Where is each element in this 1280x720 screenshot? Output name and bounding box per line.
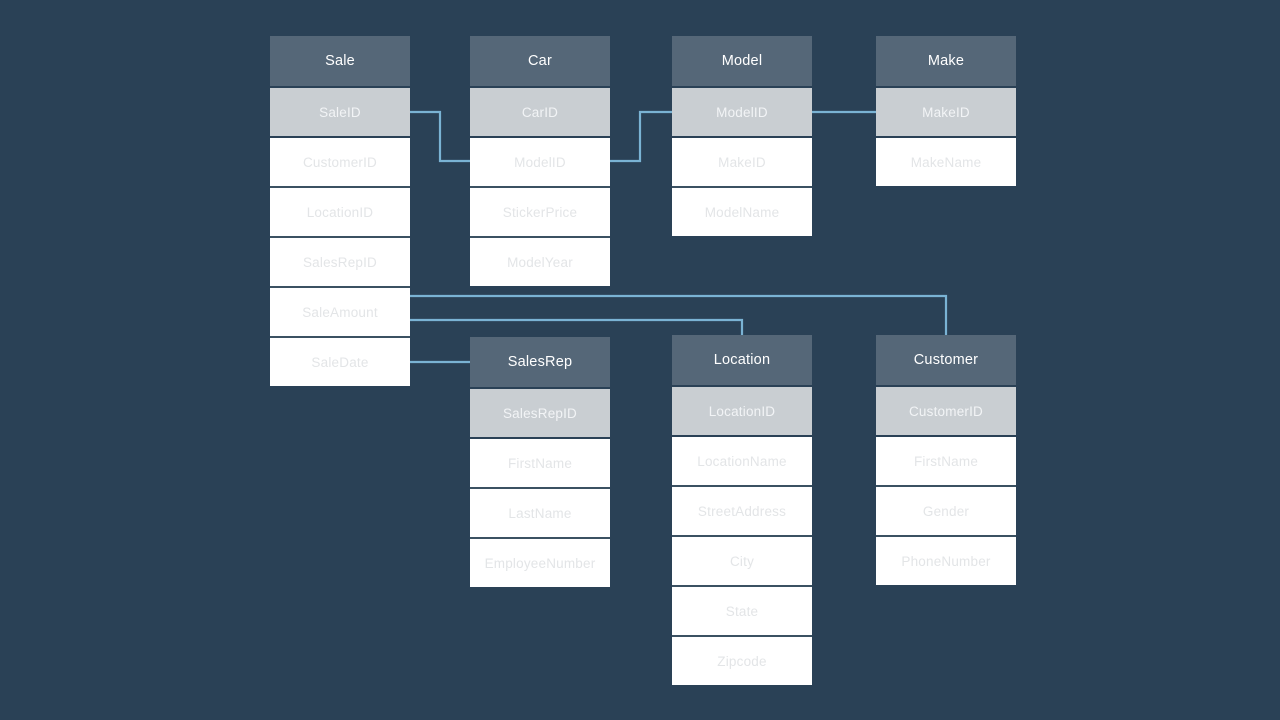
column-row[interactable]: State — [672, 585, 812, 635]
column-row[interactable]: SaleAmount — [270, 286, 410, 336]
column-row[interactable]: SaleDate — [270, 336, 410, 386]
column-row[interactable]: ModelYear — [470, 236, 610, 286]
table-title-customer: Customer — [876, 335, 1016, 385]
column-row[interactable]: MakeName — [876, 136, 1016, 186]
column-row[interactable]: StickerPrice — [470, 186, 610, 236]
column-row[interactable]: ModelName — [672, 186, 812, 236]
column-row[interactable]: City — [672, 535, 812, 585]
primary-key-row-location[interactable]: LocationID — [672, 385, 812, 435]
table-title-model: Model — [672, 36, 812, 86]
table-title-make: Make — [876, 36, 1016, 86]
relationship-sale-car — [410, 110, 470, 163]
column-row[interactable]: LastName — [470, 487, 610, 537]
primary-key-row-sale[interactable]: SaleID — [270, 86, 410, 136]
column-row[interactable]: SalesRepID — [270, 236, 410, 286]
primary-key-row-customer[interactable]: CustomerID — [876, 385, 1016, 435]
column-row[interactable]: StreetAddress — [672, 485, 812, 535]
primary-key-row-model[interactable]: ModelID — [672, 86, 812, 136]
table-title-salesrep: SalesRep — [470, 337, 610, 387]
relationship-sale-customer — [410, 294, 948, 335]
primary-key-row-car[interactable]: CarID — [470, 86, 610, 136]
column-row[interactable]: ModelID — [470, 136, 610, 186]
table-title-sale: Sale — [270, 36, 410, 86]
column-row[interactable]: EmployeeNumber — [470, 537, 610, 587]
relationship-sale-location — [410, 318, 744, 335]
primary-key-row-salesrep[interactable]: SalesRepID — [470, 387, 610, 437]
column-row[interactable]: FirstName — [470, 437, 610, 487]
column-row[interactable]: Gender — [876, 485, 1016, 535]
relationship-car-model — [610, 110, 672, 163]
column-row[interactable]: CustomerID — [270, 136, 410, 186]
column-row[interactable]: PhoneNumber — [876, 535, 1016, 585]
column-row[interactable]: MakeID — [672, 136, 812, 186]
column-row[interactable]: LocationName — [672, 435, 812, 485]
column-row[interactable]: LocationID — [270, 186, 410, 236]
column-row[interactable]: FirstName — [876, 435, 1016, 485]
table-title-car: Car — [470, 36, 610, 86]
column-row[interactable]: Zipcode — [672, 635, 812, 685]
table-title-location: Location — [672, 335, 812, 385]
primary-key-row-make[interactable]: MakeID — [876, 86, 1016, 136]
